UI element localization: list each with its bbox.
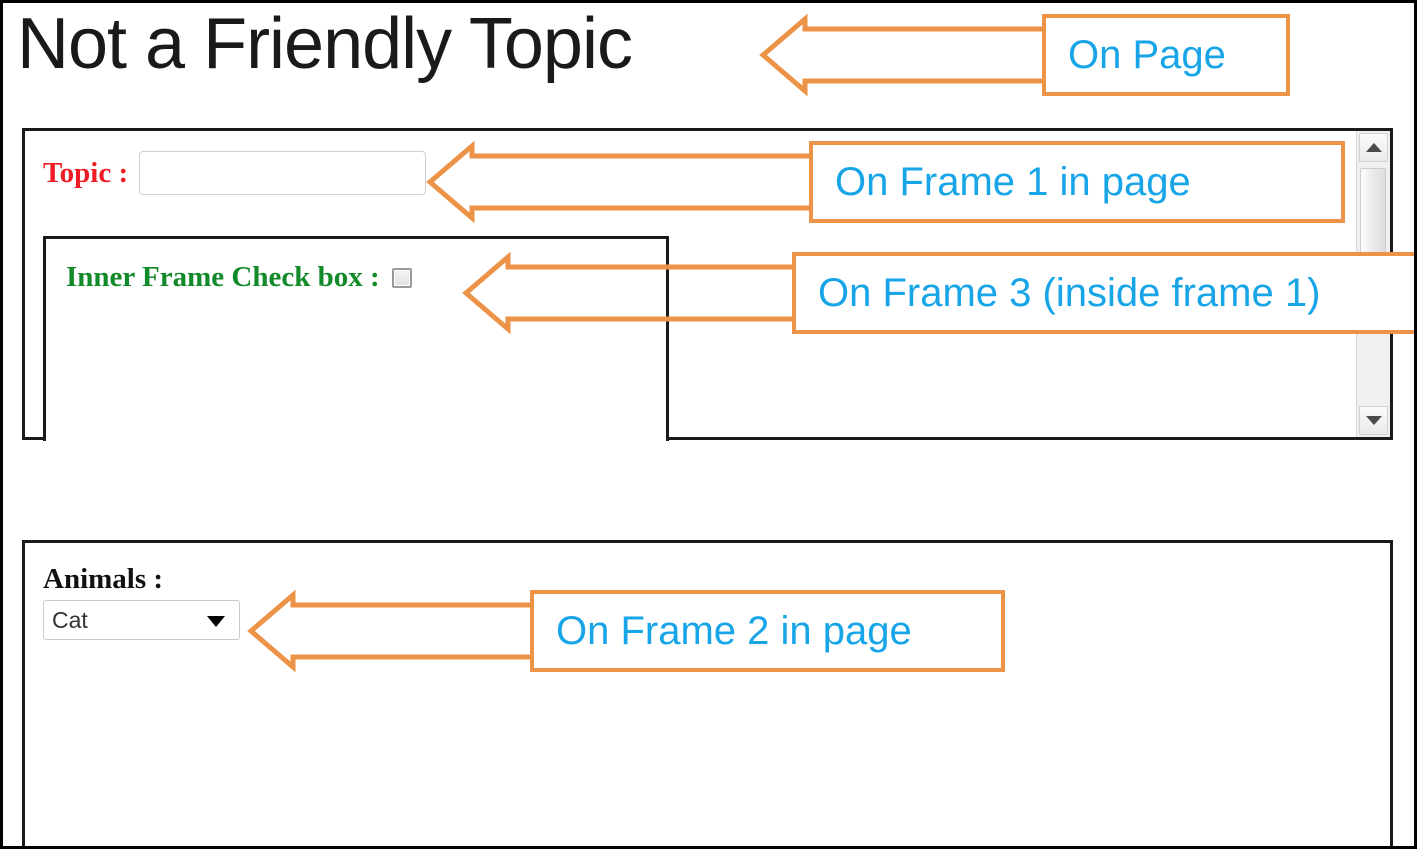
animals-field-block: Animals : Cat	[43, 563, 240, 640]
callout-arrow-on-frame-3	[462, 251, 803, 335]
frame-3: Inner Frame Check box :	[43, 236, 669, 441]
triangle-down-glyph	[1365, 416, 1382, 425]
inner-frame-checkbox-label: Inner Frame Check box :	[66, 261, 380, 293]
callout-on-frame-3-text: On Frame 3 (inside frame 1)	[818, 271, 1321, 315]
scroll-down-arrow-icon[interactable]	[1359, 406, 1388, 435]
callout-on-frame-1-text: On Frame 1 in page	[835, 160, 1191, 204]
animals-selected-value: Cat	[52, 606, 88, 633]
animals-label: Animals :	[43, 563, 164, 595]
triangle-up-glyph	[1365, 143, 1382, 152]
chevron-down-icon	[207, 616, 225, 627]
callout-on-page-text: On Page	[1068, 33, 1226, 77]
callout-arrow-on-page	[759, 13, 1050, 97]
topic-input[interactable]	[139, 151, 427, 195]
topic-label: Topic :	[43, 156, 129, 189]
callout-on-frame-2-text: On Frame 2 in page	[556, 609, 912, 653]
inner-frame-checkbox-row: Inner Frame Check box :	[66, 261, 412, 294]
callout-on-frame-2: On Frame 2 in page	[530, 590, 1005, 672]
callout-arrow-on-frame-1	[426, 140, 817, 224]
callout-on-frame-1: On Frame 1 in page	[809, 141, 1345, 223]
topic-field-row: Topic :	[43, 151, 427, 195]
unchecked-checkbox-icon[interactable]	[391, 267, 412, 288]
callout-on-frame-3: On Frame 3 (inside frame 1)	[792, 252, 1414, 334]
callout-on-page: On Page	[1042, 14, 1290, 96]
page-title: Not a Friendly Topic	[17, 4, 633, 84]
callout-arrow-on-frame-2	[247, 589, 538, 673]
animals-dropdown[interactable]: Cat	[43, 600, 240, 640]
scroll-up-arrow-icon[interactable]	[1359, 133, 1388, 162]
frame-2: Animals : Cat	[22, 540, 1393, 846]
